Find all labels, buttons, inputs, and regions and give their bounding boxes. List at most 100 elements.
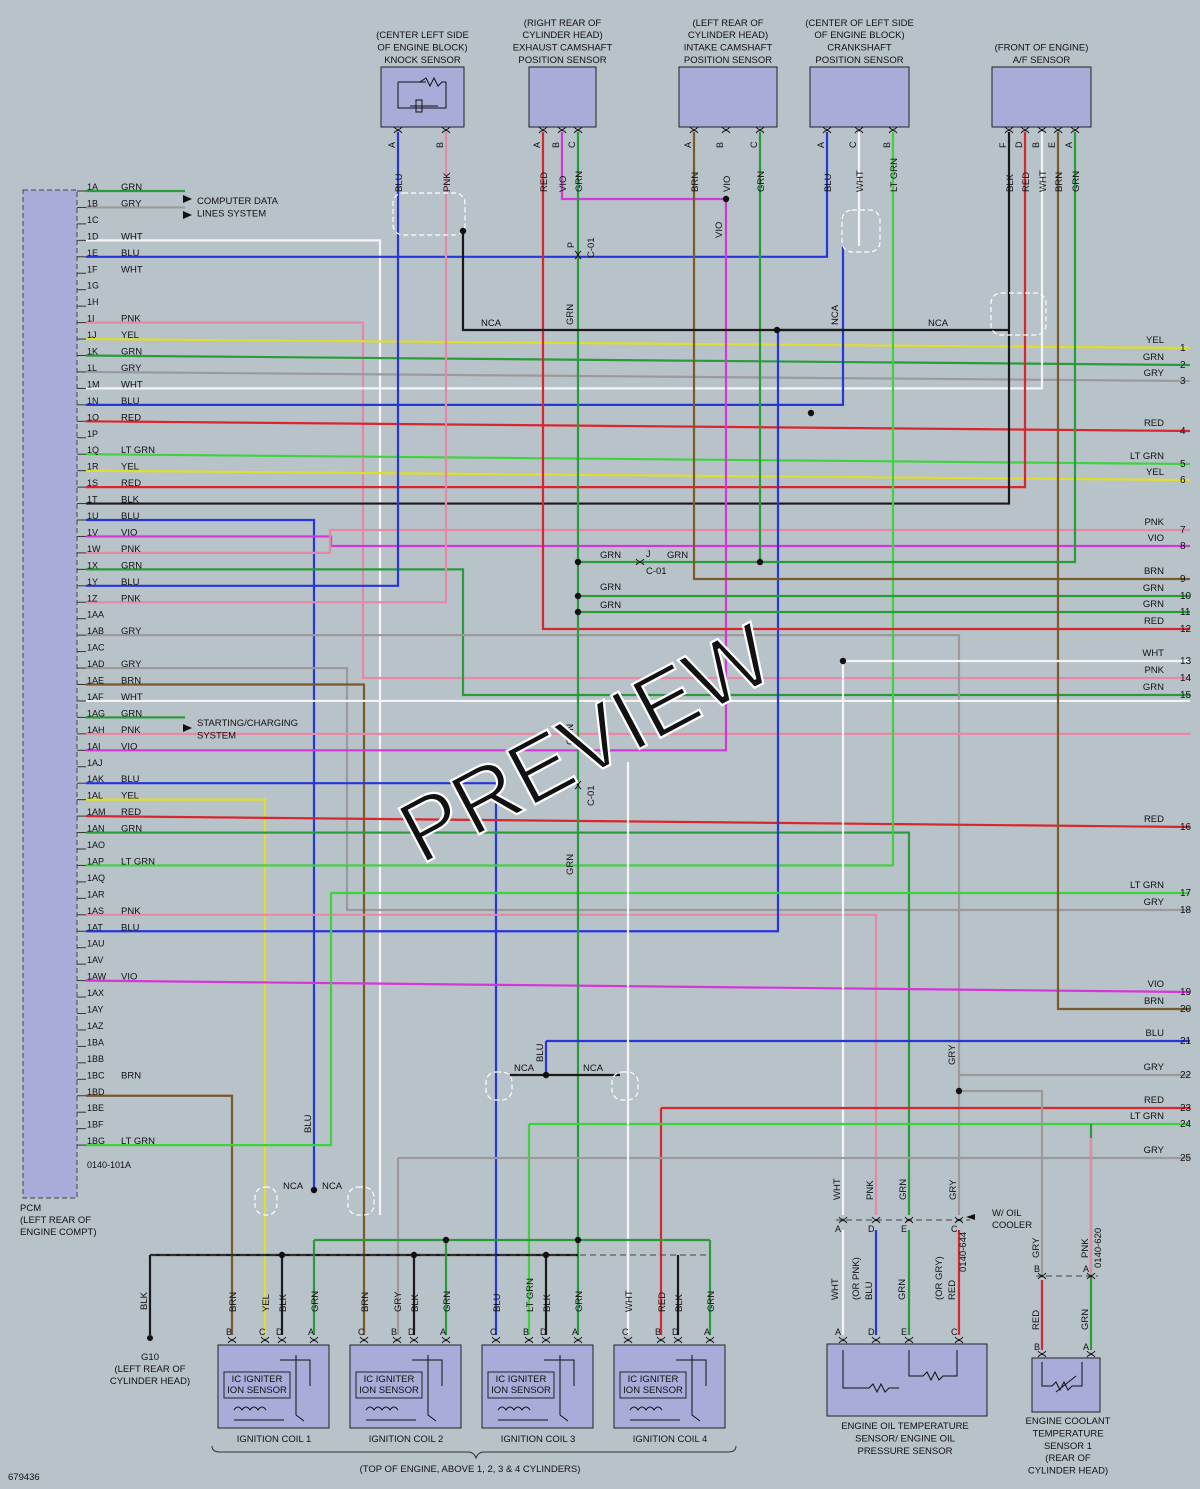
connector-mark bbox=[441, 1336, 451, 1344]
sensor-title: POSITION SENSOR bbox=[815, 55, 903, 66]
output-number: 1 bbox=[1180, 343, 1186, 354]
sensor-pin-label: B bbox=[882, 142, 892, 148]
wire bbox=[86, 568, 1190, 697]
wire bbox=[560, 132, 726, 201]
ground-symbol bbox=[147, 1335, 153, 1341]
connector-mark bbox=[1004, 126, 1014, 134]
pcm-wire-color: WHT bbox=[121, 692, 143, 703]
connector-mark bbox=[1086, 1350, 1096, 1358]
side-system-label: SYSTEM bbox=[197, 730, 236, 741]
sensor-pin-label: B bbox=[715, 142, 725, 148]
pcm-wire-color: PNK bbox=[121, 544, 141, 555]
pcm-pin-label: 1M bbox=[87, 379, 100, 389]
wire bbox=[86, 666, 1190, 912]
pcm-pin-label: 1L bbox=[87, 363, 97, 373]
coil-pin-label: C bbox=[622, 1327, 629, 1337]
sensor-wire-label: RED bbox=[1021, 172, 1032, 192]
oil-wire-label: (OR GRY) bbox=[934, 1256, 945, 1300]
oil-wire-label: BLU bbox=[864, 1281, 875, 1300]
output-wire-color: LT GRN bbox=[1130, 1111, 1164, 1122]
pcm-wire-color: GRN bbox=[121, 824, 142, 835]
output-wire-color: GRN bbox=[1143, 583, 1164, 594]
wire-label: GRN bbox=[565, 304, 576, 325]
oil-wire-label: GRY bbox=[948, 1179, 959, 1200]
ground-location: CYLINDER HEAD) bbox=[110, 1376, 190, 1387]
pcm-wire-color: YEL bbox=[121, 462, 139, 473]
wire bbox=[86, 239, 382, 1215]
pcm-wire-color: RED bbox=[121, 478, 141, 489]
pcm-pin-label: 1D bbox=[87, 231, 99, 241]
shield-outline bbox=[611, 1071, 639, 1101]
connector-mark bbox=[491, 1336, 501, 1344]
oil-sensor-title: ENGINE OIL TEMPERATURE bbox=[841, 1421, 969, 1432]
igniter-label: IC IGNITER bbox=[232, 1374, 283, 1385]
coils-caption: (TOP OF ENGINE, ABOVE 1, 2, 3 & 4 CYLIND… bbox=[360, 1464, 581, 1475]
sensor-wire-label: VIO bbox=[558, 176, 569, 192]
coil-pin-label: B bbox=[523, 1327, 529, 1337]
connector-mark bbox=[656, 1336, 666, 1344]
oil-sensor-title: PRESSURE SENSOR bbox=[857, 1446, 952, 1457]
igniter-box bbox=[223, 1371, 291, 1399]
pcm-wire-color: BLU bbox=[121, 248, 140, 259]
connector-mark bbox=[721, 126, 731, 134]
sensor-title: CYLINDER HEAD) bbox=[688, 30, 768, 41]
ignition-coil-name: IGNITION COIL 1 bbox=[237, 1434, 312, 1445]
pcm-wire-color: PNK bbox=[121, 314, 141, 325]
oil-cooler-label: W/ OIL bbox=[992, 1208, 1022, 1219]
sensor-title: (CENTER LEFT SIDE bbox=[376, 30, 469, 41]
pcm-pin-label: 1P bbox=[87, 429, 98, 439]
connector-mark bbox=[538, 126, 548, 134]
output-wire-color: RED bbox=[1144, 814, 1164, 825]
pcm-pin-label: 1BB bbox=[87, 1054, 104, 1064]
pcm-pin-label: 1AU bbox=[87, 939, 105, 949]
pcm-pin-label: 1K bbox=[87, 347, 98, 357]
shield-outline bbox=[392, 192, 466, 236]
pcm-wire-color: LT GRN bbox=[121, 1136, 155, 1147]
oil-pin-label: E bbox=[901, 1224, 907, 1234]
igniter-label: ION SENSOR bbox=[623, 1385, 683, 1396]
pcm-pin-label: 1AK bbox=[87, 774, 104, 784]
igniter-box bbox=[487, 1371, 555, 1399]
pcm-pin-label: 1S bbox=[87, 478, 98, 488]
sensor-title: OF ENGINE BLOCK) bbox=[814, 30, 904, 41]
arrow-head bbox=[183, 195, 192, 203]
sensor-title: (LEFT REAR OF bbox=[692, 18, 763, 29]
sensor-pin-label: A bbox=[1064, 142, 1074, 148]
output-number: 13 bbox=[1180, 656, 1192, 667]
wire bbox=[86, 891, 1190, 1147]
pcm-wire-color: GRY bbox=[121, 198, 142, 209]
connector-mark bbox=[392, 1336, 402, 1344]
oil-pin-label: D bbox=[868, 1327, 875, 1337]
output-number: 22 bbox=[1180, 1070, 1192, 1081]
coil-wire-label: GRY bbox=[393, 1291, 404, 1312]
oil-wire-label: GRN bbox=[897, 1279, 908, 1300]
pcm-pin-label: 1AZ bbox=[87, 1021, 104, 1031]
wire bbox=[85, 370, 1191, 383]
sensor-pin-label: F bbox=[998, 142, 1008, 148]
pcm-pin-label: 1AW bbox=[87, 972, 107, 982]
pcm-wire-color: BLU bbox=[121, 396, 140, 407]
oil-wire-label: GRN bbox=[898, 1179, 909, 1200]
splice-dot bbox=[574, 592, 582, 600]
wire bbox=[86, 321, 1190, 680]
pcm-pin-label: 1AD bbox=[87, 659, 105, 669]
nca-label: NCA bbox=[583, 1063, 604, 1074]
coil-wire-label: WHT bbox=[624, 1290, 635, 1312]
sensor-pin-label: C bbox=[848, 141, 858, 148]
sensor-pin-label: A bbox=[816, 142, 826, 148]
wire bbox=[86, 683, 366, 1335]
wire bbox=[86, 132, 1044, 390]
pcm-pin-label: 1AB bbox=[87, 626, 104, 636]
wire-label: GRN bbox=[600, 550, 621, 561]
igniter-label: ION SENSOR bbox=[359, 1385, 419, 1396]
nca-label: NCA bbox=[322, 1181, 343, 1192]
pcm-wire-color: BRN bbox=[121, 676, 141, 687]
pcm-pin-label: 1R bbox=[87, 462, 99, 472]
splice-dot bbox=[574, 558, 582, 566]
pcm-wire-color: GRY bbox=[121, 659, 142, 670]
wire-label: GRN bbox=[565, 724, 576, 745]
wire bbox=[541, 132, 1190, 631]
output-wire-color: YEL bbox=[1146, 335, 1164, 346]
pcm-pin-label: 1H bbox=[87, 297, 99, 307]
coil-wire-label: GRN bbox=[310, 1291, 321, 1312]
